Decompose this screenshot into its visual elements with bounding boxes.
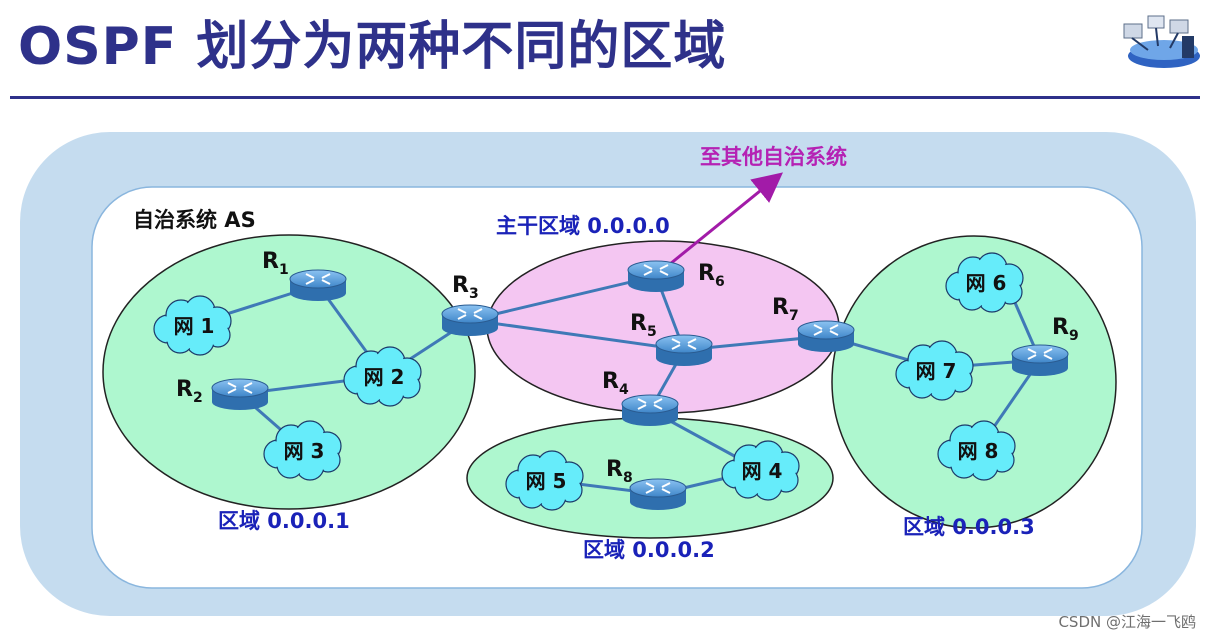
- page-title: OSPF 划分为两种不同的区域: [18, 17, 727, 77]
- router-label-r9: R9: [1052, 315, 1079, 344]
- network-label: 网 6: [966, 271, 1007, 295]
- router-label-r2: R2: [176, 377, 203, 406]
- network-cloud-3: 网 3: [263, 420, 342, 481]
- router-icon: [621, 394, 679, 426]
- title-divider: [10, 96, 1200, 99]
- router-icon: [797, 320, 855, 352]
- network-label: 网 8: [958, 439, 999, 463]
- router-label-r8: R8: [606, 457, 633, 486]
- router-label-r4: R4: [602, 369, 629, 398]
- network-label: 网 1: [174, 314, 215, 338]
- network-cloud-4: 网 4: [721, 440, 800, 501]
- routers: [211, 260, 1069, 510]
- network-cloud-2: 网 2: [343, 346, 422, 407]
- area-0003: [831, 235, 1117, 529]
- network-cloud-1: 网 1: [153, 295, 232, 356]
- network-clouds: 网 1 网 2 网 3 网 4 网 5 网 6 网 7 网 8: [153, 252, 1024, 511]
- router-icon: [629, 478, 687, 510]
- as-label: 自治系统 AS: [133, 208, 256, 232]
- router-icon: [289, 269, 347, 301]
- router-label-r1: R1: [262, 249, 289, 278]
- network-devices-logo-icon: [1123, 15, 1200, 68]
- network-label: 网 3: [284, 439, 325, 463]
- router-label-r6: R6: [698, 261, 725, 290]
- router-icon: [627, 260, 685, 292]
- network-label: 网 4: [742, 459, 783, 483]
- router-icon: [211, 378, 269, 410]
- watermark: CSDN @江海一飞鸥: [1058, 613, 1196, 631]
- network-label: 网 2: [364, 365, 405, 389]
- network-cloud-7: 网 7: [895, 340, 974, 401]
- network-cloud-8: 网 8: [937, 420, 1016, 481]
- router-icon: [655, 334, 713, 366]
- router-icon: [1011, 344, 1069, 376]
- network-cloud-5: 网 5: [505, 450, 584, 511]
- router-label-r5: R5: [630, 311, 657, 340]
- area-0002-label: 区域 0.0.0.2: [583, 538, 715, 562]
- backbone-label: 主干区域 0.0.0.0: [496, 214, 670, 238]
- area-0001-label: 区域 0.0.0.1: [218, 509, 350, 533]
- external-as-label: 至其他自治系统: [700, 145, 847, 169]
- router-label-r3: R3: [452, 273, 479, 302]
- router-icon: [441, 304, 499, 336]
- network-label: 网 5: [526, 469, 567, 493]
- network-cloud-6: 网 6: [945, 252, 1024, 313]
- external-arrow: [669, 172, 783, 266]
- network-label: 网 7: [916, 359, 957, 383]
- area-0003-label: 区域 0.0.0.3: [903, 515, 1035, 539]
- router-label-r7: R7: [772, 295, 799, 324]
